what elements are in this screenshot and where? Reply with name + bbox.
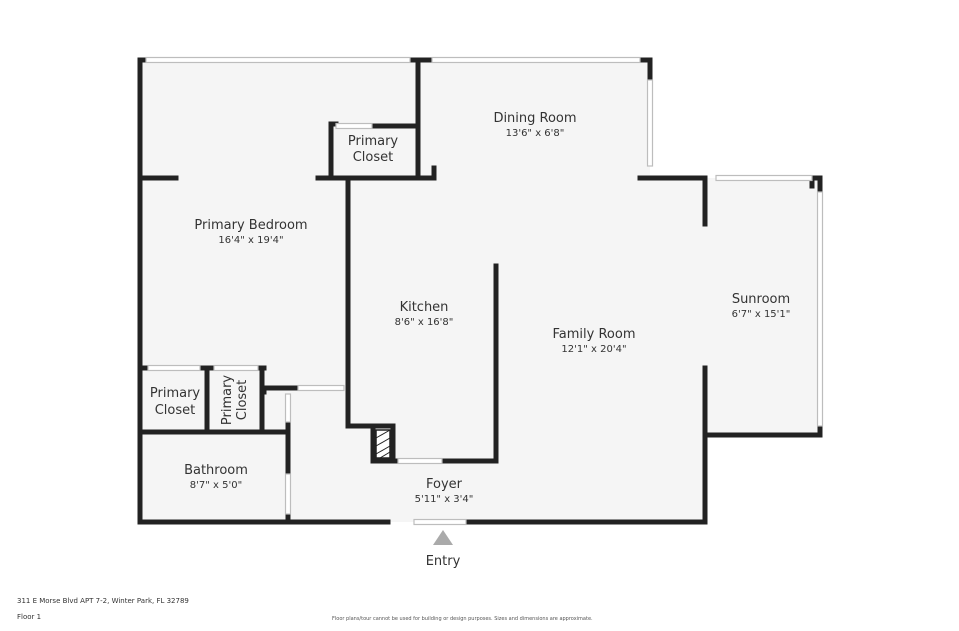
floor-label: Floor 1 bbox=[17, 613, 42, 621]
dining-room-dim: 13'6" x 6'8" bbox=[506, 128, 565, 139]
window-top-closet bbox=[335, 122, 373, 130]
sunroom-dim: 6'7" x 15'1" bbox=[732, 309, 791, 320]
rotated-closet-name-line1: Primary bbox=[220, 375, 235, 426]
floor-area bbox=[140, 60, 820, 522]
disclaimer-text: Floor plans/tour cannot be used for buil… bbox=[332, 616, 593, 622]
dining-room-name: Dining Room bbox=[493, 111, 576, 126]
triangle-up-icon bbox=[433, 530, 453, 545]
left-closet-name-line2: Closet bbox=[155, 403, 196, 418]
family-room-dim: 12'1" x 20'4" bbox=[561, 344, 626, 355]
window-sunroom-top bbox=[715, 174, 813, 182]
windows bbox=[145, 56, 824, 526]
kitchen-dim: 8'6" x 16'8" bbox=[395, 317, 454, 328]
sunroom-name: Sunroom bbox=[732, 292, 790, 307]
opening-left-wall bbox=[284, 393, 292, 423]
top-closet-name-line2: Closet bbox=[353, 150, 394, 165]
bathroom-dim: 8'7" x 5'0" bbox=[190, 480, 242, 491]
window-bedroom-top bbox=[145, 56, 411, 64]
kitchen-fixture bbox=[375, 429, 391, 459]
left-closet-name-line1: Primary bbox=[150, 386, 201, 401]
entry-door bbox=[413, 518, 467, 526]
foyer-dim: 5'11" x 3'4" bbox=[415, 494, 474, 505]
opening-kitchen-foyer bbox=[397, 457, 443, 465]
family-room-name: Family Room bbox=[553, 327, 636, 342]
floor-main bbox=[140, 60, 820, 522]
rotated-closet-name-line2: Closet bbox=[235, 380, 250, 421]
entry-marker: Entry bbox=[426, 530, 461, 569]
bathroom-name: Bathroom bbox=[184, 463, 248, 478]
primary-bedroom-name: Primary Bedroom bbox=[194, 218, 307, 233]
window-dining-right bbox=[646, 79, 654, 167]
entry-label: Entry bbox=[426, 554, 461, 569]
window-dining-top bbox=[431, 56, 641, 64]
primary-bedroom-dim: 16'4" x 19'4" bbox=[218, 235, 283, 246]
kitchen-name: Kitchen bbox=[400, 300, 449, 315]
opening-closet-left bbox=[147, 364, 201, 372]
foyer-name: Foyer bbox=[426, 477, 463, 492]
opening-bathroom bbox=[284, 473, 292, 515]
room-labels: Dining Room 13'6" x 6'8" Primary Bedroom… bbox=[150, 111, 791, 505]
top-closet-name-line1: Primary bbox=[348, 134, 399, 149]
property-address: 311 E Morse Blvd APT 7-2, Winter Park, F… bbox=[17, 597, 189, 605]
opening-closet-rotated bbox=[213, 364, 259, 372]
opening-hall bbox=[297, 384, 345, 392]
window-sunroom-right bbox=[816, 191, 824, 427]
